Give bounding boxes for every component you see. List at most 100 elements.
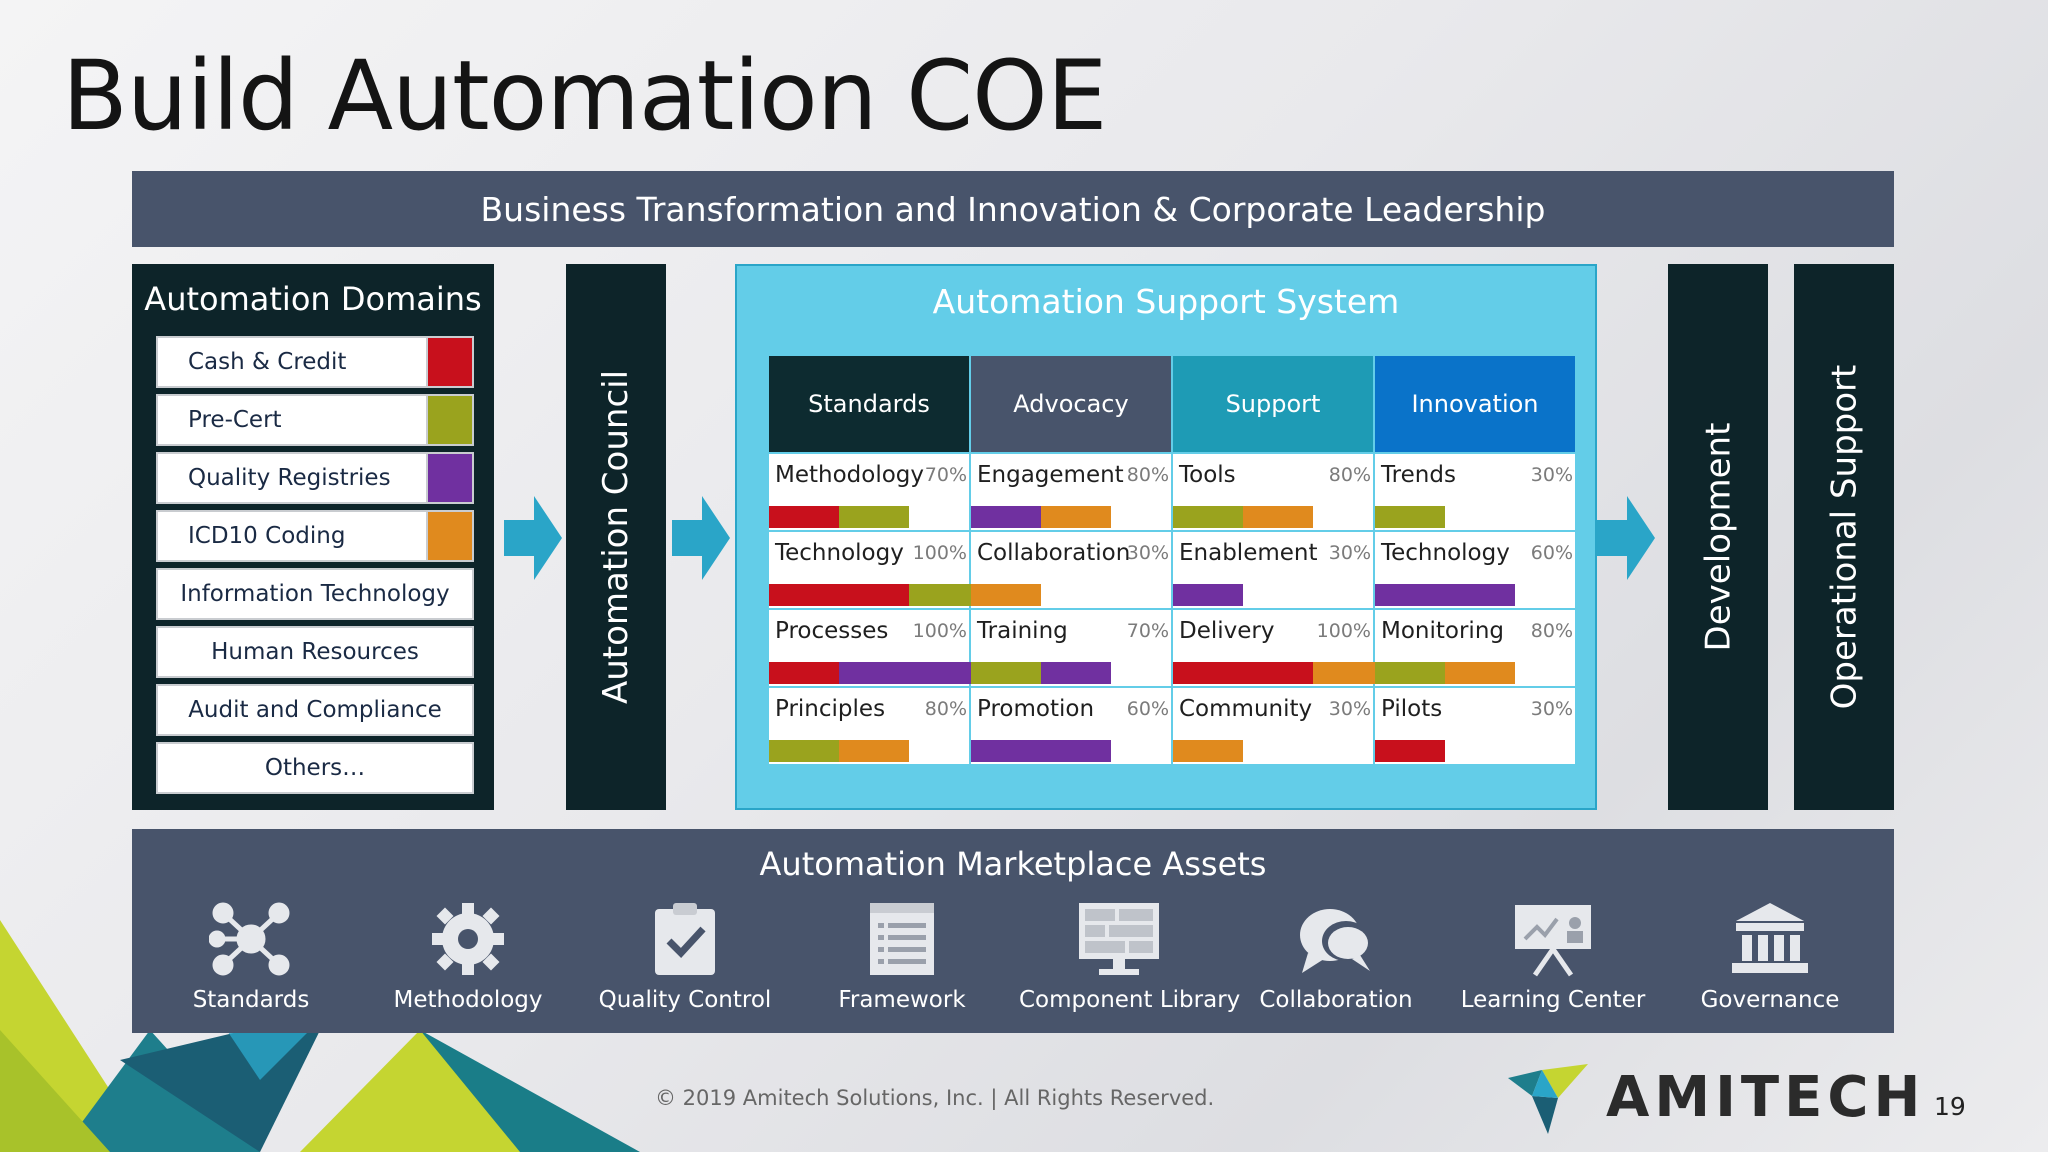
cell-name: Pilots (1381, 696, 1443, 722)
operational-support-panel: Operational Support (1794, 264, 1894, 810)
asset-label: Governance (1700, 987, 1840, 1013)
cell-percent: 100% (912, 620, 967, 642)
cell-name: Technology (1381, 540, 1510, 566)
domain-bar (1173, 584, 1243, 606)
domain-bar (909, 662, 979, 684)
asset-label: Standards (192, 987, 310, 1013)
asset-collaboration: Collaboration (1236, 901, 1436, 1013)
domain-bar (769, 740, 839, 762)
domain-audit-compliance: Audit and Compliance (156, 684, 474, 736)
asset-label: Quality Control (598, 987, 772, 1013)
domain-bar (971, 584, 1041, 606)
domain-bar (1313, 662, 1383, 684)
asset-governance: Governance (1670, 901, 1870, 1013)
development-panel: Development (1668, 264, 1768, 810)
asset-quality-control: Quality Control (585, 901, 785, 1013)
domain-human-resources: Human Resources (156, 626, 474, 678)
cell-bars (971, 740, 1111, 762)
cell-bars (1375, 506, 1445, 528)
domain-icd10-coding: ICD10 Coding (156, 510, 474, 562)
cell-percent: 70% (924, 464, 967, 486)
domain-bar (1173, 740, 1243, 762)
cell-name: Monitoring (1381, 618, 1504, 644)
domain-label: ICD10 Coding (188, 523, 346, 549)
automation-domains-panel: Automation Domains Cash & Credit Pre-Cer… (132, 264, 494, 810)
cell-percent: 80% (1126, 464, 1169, 486)
domain-label: Others… (264, 755, 366, 781)
automation-council-panel: Automation Council (566, 264, 666, 810)
cell-percent: 100% (912, 542, 967, 564)
cell-name: Training (977, 618, 1068, 644)
support-cell: Trends 30% (1375, 452, 1575, 530)
cell-percent: 30% (1126, 542, 1169, 564)
cell-percent: 100% (1316, 620, 1371, 642)
page-number: 19 (1934, 1092, 1966, 1121)
domain-bar (839, 584, 909, 606)
domain-label: Audit and Compliance (188, 697, 442, 723)
cell-name: Trends (1381, 462, 1456, 488)
presentation-board-icon (1515, 905, 1591, 977)
support-cell: Delivery 100% (1173, 608, 1383, 686)
cell-percent: 80% (1328, 464, 1371, 486)
support-cell: Processes 100% (769, 608, 979, 686)
amitech-logo-icon (1508, 1064, 1588, 1134)
domain-bar (971, 740, 1041, 762)
arrow-right-icon (504, 496, 562, 580)
domain-bar (909, 584, 979, 606)
asset-learning-center: Learning Center (1453, 901, 1653, 1013)
asset-standards: Standards (151, 901, 351, 1013)
domain-bar (1375, 740, 1445, 762)
clipboard-check-icon (655, 903, 715, 975)
cell-bars (1375, 740, 1445, 762)
domain-bar (839, 740, 909, 762)
marketplace-title: Automation Marketplace Assets (759, 845, 1267, 883)
domain-bar (769, 584, 839, 606)
cell-bars (1173, 740, 1243, 762)
cell-bars (971, 506, 1111, 528)
domain-bar (1375, 584, 1445, 606)
cell-bars (971, 584, 1041, 606)
marketplace-panel: Automation Marketplace Assets Standards (132, 829, 1894, 1033)
domain-cash-credit: Cash & Credit (156, 336, 474, 388)
cell-name: Collaboration (977, 540, 1131, 566)
cell-percent: 30% (1530, 464, 1573, 486)
copyright-footer: © 2019 Amitech Solutions, Inc. | All Rig… (655, 1086, 1215, 1110)
domain-bar (839, 662, 909, 684)
cell-percent: 60% (1126, 698, 1169, 720)
leadership-banner: Business Transformation and Innovation &… (132, 171, 1894, 247)
cell-bars (769, 506, 909, 528)
cell-percent: 80% (924, 698, 967, 720)
cell-name: Processes (775, 618, 889, 644)
network-icon (209, 902, 290, 976)
domain-label: Cash & Credit (188, 349, 347, 375)
support-cell: Technology 60% (1375, 530, 1575, 608)
domain-color-swatch (426, 454, 472, 502)
cell-percent: 60% (1530, 542, 1573, 564)
domain-bar (1445, 584, 1515, 606)
domain-color-swatch (426, 396, 472, 444)
asset-label: Collaboration (1259, 987, 1413, 1013)
cell-bars (1375, 584, 1515, 606)
domain-information-technology: Information Technology (156, 568, 474, 620)
cell-percent: 70% (1126, 620, 1169, 642)
cell-name: Delivery (1179, 618, 1275, 644)
domain-others: Others… (156, 742, 474, 794)
cell-bars (1173, 506, 1313, 528)
cell-name: Community (1179, 696, 1313, 722)
column-header: Standards (769, 356, 969, 452)
domain-bar (1445, 662, 1515, 684)
domain-bar (839, 506, 909, 528)
domain-bar (971, 506, 1041, 528)
asset-label: Component Library (1019, 987, 1241, 1013)
page-title: Build Automation COE (62, 40, 1107, 152)
